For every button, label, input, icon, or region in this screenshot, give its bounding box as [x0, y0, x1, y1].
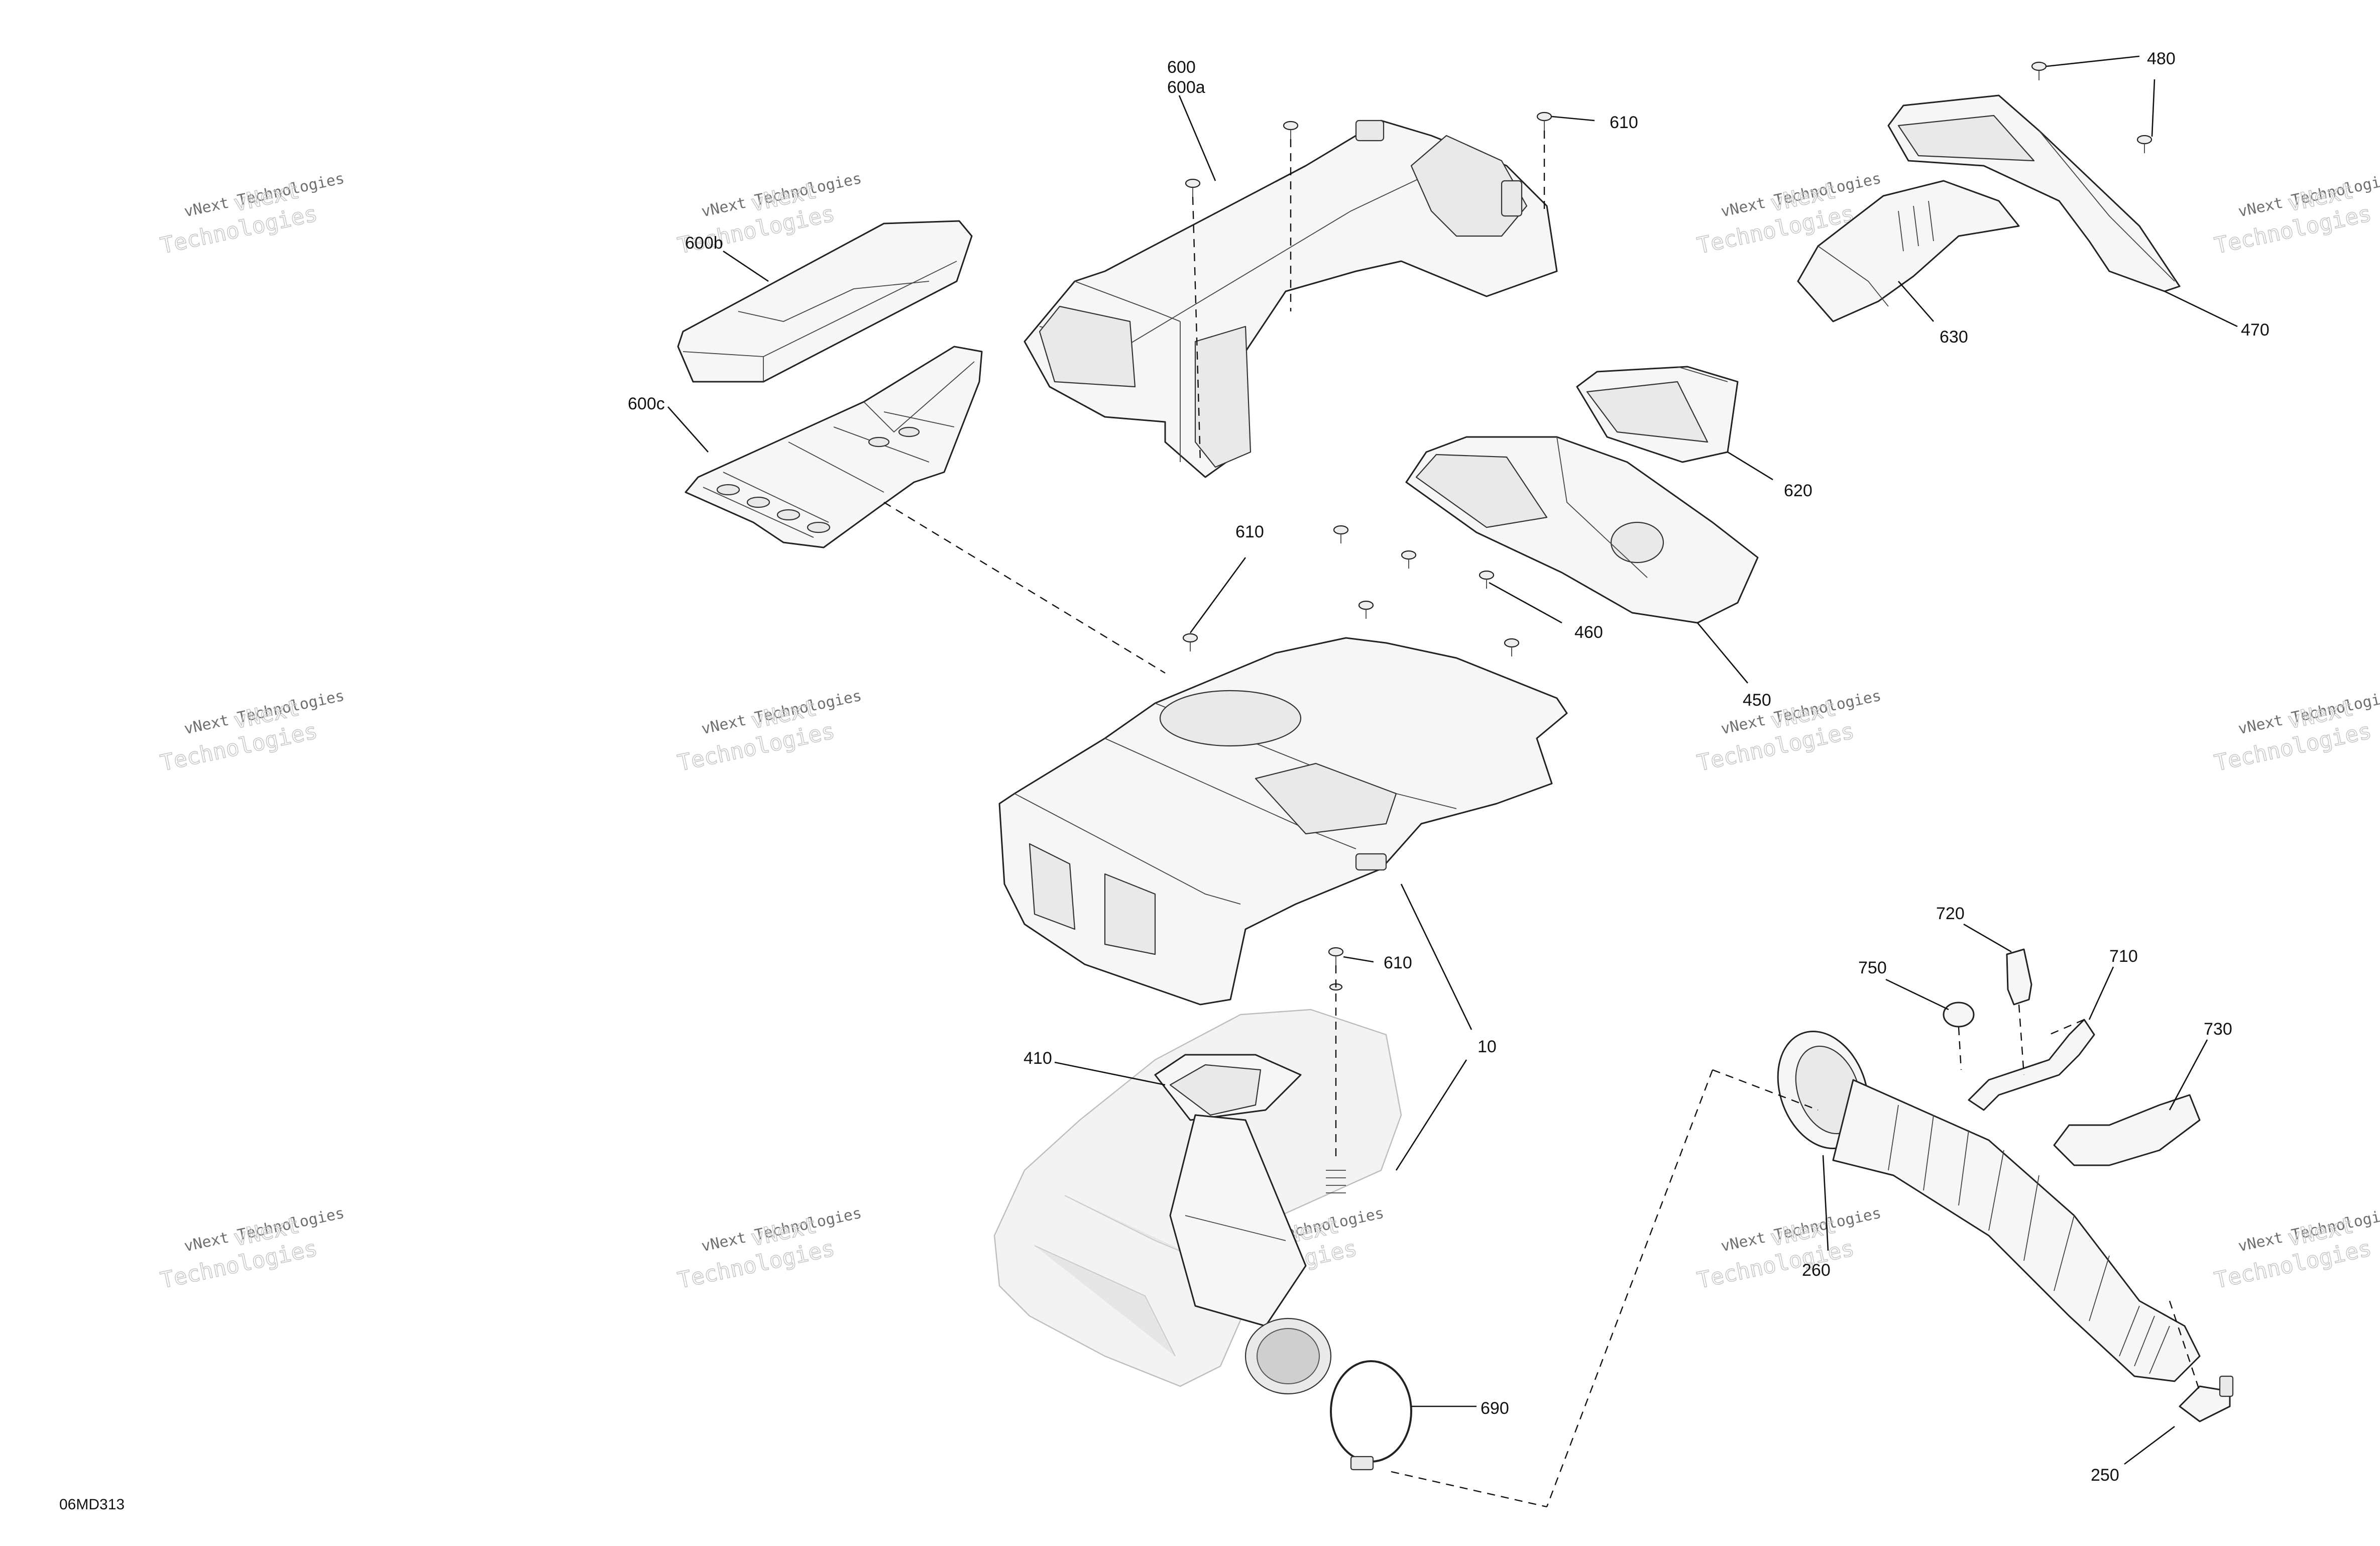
- screw-icon: [2031, 61, 2047, 80]
- screws: [1182, 61, 2152, 991]
- part-730-hose: [2053, 1094, 2201, 1166]
- screw-icon: [1283, 121, 1299, 139]
- watermark: vNext Technologies vNext Technologies: [158, 687, 346, 777]
- screw-icon: [1536, 112, 1552, 131]
- callout-410: 410: [1024, 1049, 1052, 1068]
- screw-icon: [1182, 633, 1198, 651]
- callout-750: 750: [1858, 958, 1887, 977]
- callout-600: 600: [1167, 58, 1196, 77]
- callout-690: 690: [1481, 1399, 1509, 1418]
- callouts: 600 600a 600b 600c 610 480 470 630 620 4…: [628, 49, 2270, 1485]
- callout-630: 630: [1940, 327, 1968, 347]
- part-620-inlet-box: [1576, 366, 1739, 463]
- callout-620: 620: [1784, 481, 1812, 500]
- part-630-duct: [1797, 180, 2020, 322]
- watermark: vNext Technologies vNext Technologies: [1694, 687, 1883, 777]
- callout-610: 610: [1610, 113, 1638, 132]
- part-720-fitting: [2006, 948, 2032, 1006]
- part-10-airbox-base: [998, 637, 1568, 1006]
- callout-730: 730: [2204, 1020, 2232, 1039]
- part-600c-frame: [685, 346, 983, 548]
- callout-470: 470: [2241, 320, 2270, 340]
- part-410-funnel: [1154, 1054, 1307, 1327]
- leader-lines: [667, 55, 2238, 1465]
- callout-450: 450: [1743, 691, 1771, 710]
- watermark: vNext Technologies vNext Technologies: [1694, 1204, 1883, 1294]
- screw-icon: [1328, 947, 1344, 965]
- callout-710: 710: [2109, 947, 2138, 966]
- watermark: vNext Technologies vNext Technologies: [158, 170, 346, 260]
- callout-610: 610: [1235, 522, 1264, 541]
- callout-610: 610: [1384, 953, 1412, 972]
- watermark: vNext Technologies vNext Technologies: [2212, 687, 2380, 777]
- part-260-bellow: [1777, 1031, 2201, 1382]
- part-600-upper-airbox: [1024, 120, 1558, 478]
- screw-icon: [1333, 525, 1349, 543]
- part-spring: [1326, 1170, 1346, 1193]
- watermark: vNext Technologies vNext Technologies: [158, 1204, 346, 1294]
- callout-600b: 600b: [685, 234, 723, 253]
- watermark: vNext Technologies vNext Technologies: [2212, 1204, 2380, 1294]
- part-600b-cover-pad: [677, 220, 973, 383]
- screw-icon: [1185, 178, 1201, 197]
- callout-600a: 600a: [1167, 78, 1205, 97]
- screw-icon: [1479, 570, 1495, 589]
- part-450-side-cover: [1405, 436, 1759, 624]
- screw-icon: [1401, 550, 1417, 569]
- callout-260: 260: [1802, 1261, 1831, 1280]
- alignment-lines: [883, 131, 2201, 1508]
- callout-250: 250: [2091, 1466, 2119, 1485]
- screw-icon: [1358, 600, 1374, 619]
- screw-icon: [1504, 638, 1520, 656]
- screw-icon: [2136, 135, 2152, 153]
- part-690-clamp-ring: [1244, 1317, 1412, 1471]
- callout-480: 480: [2147, 49, 2176, 68]
- callout-10: 10: [1478, 1037, 1497, 1056]
- watermark: vNext Technologies vNext Technologies: [2212, 170, 2380, 260]
- watermark: vNext Technologies vNext Technologies: [675, 1204, 863, 1294]
- part-750-cap: [1943, 1002, 1975, 1028]
- part-710-hose: [1968, 1019, 2095, 1111]
- watermark: vNext Technologies vNext Technologies: [675, 687, 863, 777]
- drawing-code: 06MD313: [59, 1496, 125, 1513]
- callout-600c: 600c: [628, 394, 665, 413]
- callout-720: 720: [1936, 904, 1965, 923]
- callout-460: 460: [1574, 623, 1603, 642]
- part-250-clamp: [2179, 1375, 2234, 1422]
